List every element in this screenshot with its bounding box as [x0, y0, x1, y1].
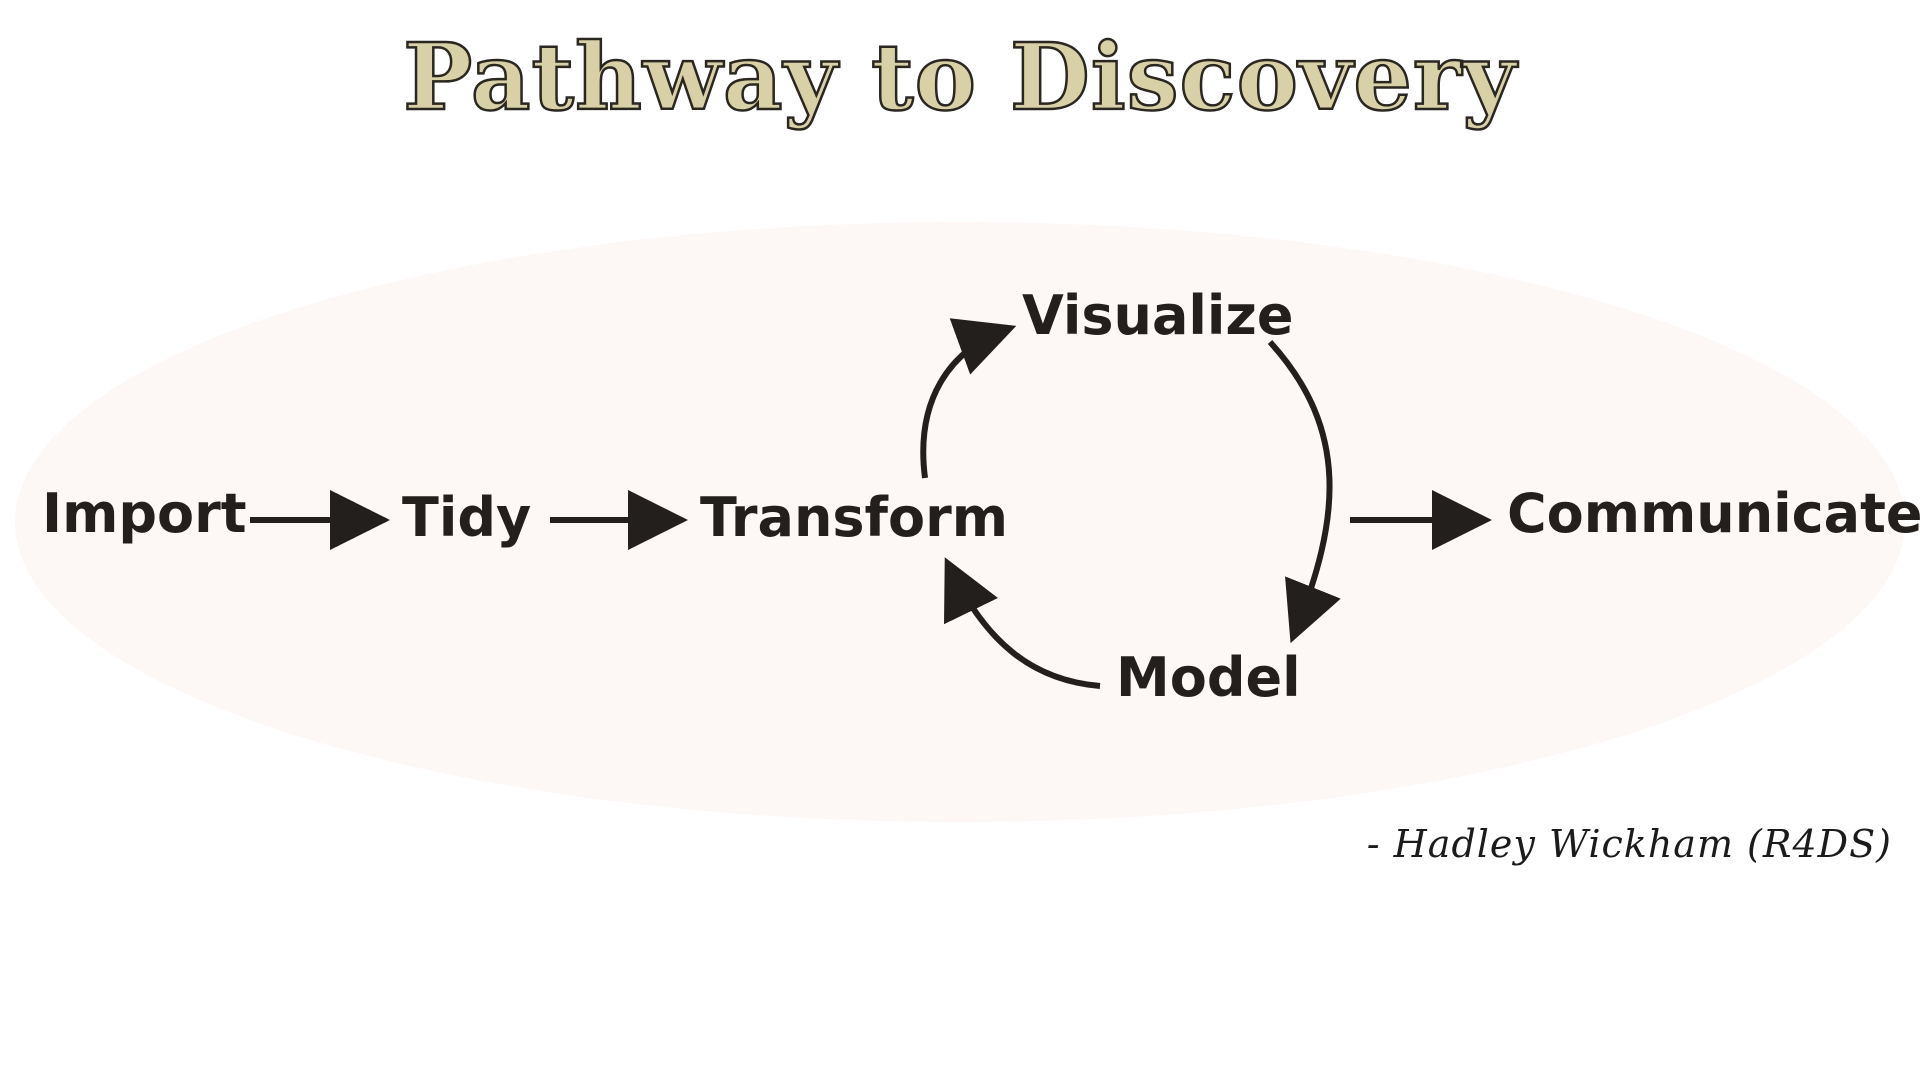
node-visualize: Visualize — [1022, 284, 1293, 347]
background-ellipse — [15, 222, 1905, 822]
node-import: Import — [42, 482, 247, 545]
node-communicate: Communicate — [1507, 482, 1920, 545]
attribution: - Hadley Wickham (R4DS) — [1366, 822, 1892, 866]
node-tidy: Tidy — [402, 486, 531, 549]
slide-title: Pathway to Discovery — [402, 22, 1517, 133]
arrow-visualize-to-model — [1267, 339, 1341, 644]
node-transform: Transform — [700, 486, 1008, 549]
node-model: Model — [1116, 646, 1301, 709]
arrow-model-to-transform — [944, 557, 1101, 689]
arrow-transform-to-visualize — [920, 318, 1017, 479]
